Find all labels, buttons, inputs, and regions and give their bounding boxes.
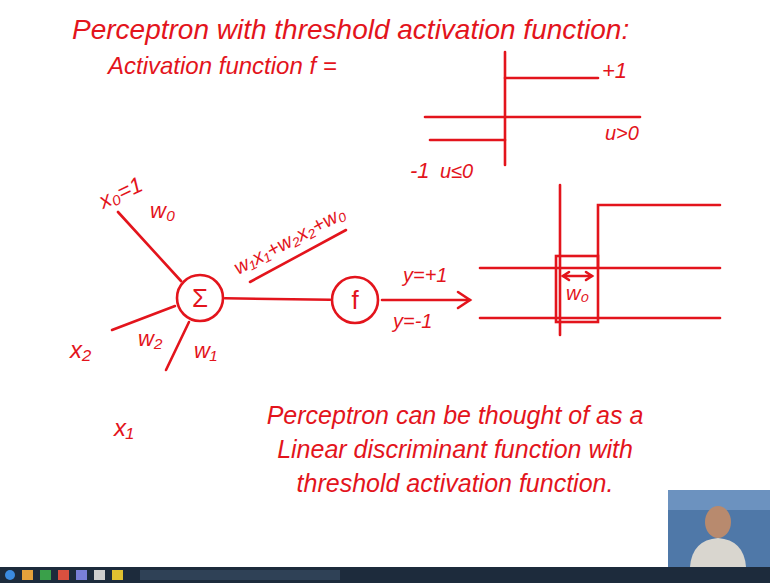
offset-box — [556, 256, 598, 322]
caption: Perceptron can be thought of as a Linear… — [245, 398, 665, 500]
operator-circle: f — [330, 275, 380, 325]
weight-label: w₁ — [194, 338, 217, 363]
condition-label: u>0 — [605, 122, 639, 145]
webcam-inset — [668, 490, 770, 567]
arrow-head — [586, 272, 592, 280]
output-label: y=+1 — [403, 264, 447, 287]
axis-line — [504, 52, 507, 165]
level-label: +1 — [602, 58, 627, 83]
signal-line — [225, 298, 330, 299]
axis-line — [480, 317, 720, 320]
step-level — [505, 77, 598, 80]
operator-circle: Σ — [175, 273, 225, 323]
level-label: -1 — [410, 158, 430, 183]
operator-symbol: Σ — [192, 283, 208, 314]
axis-line — [480, 267, 720, 270]
input-label: x₁ — [114, 414, 134, 442]
taskbar — [0, 567, 770, 583]
output-label: y=-1 — [393, 310, 432, 333]
arrow-head — [563, 272, 569, 280]
title: Perceptron with threshold activation fun… — [72, 14, 629, 46]
input-label: x₂ — [70, 336, 91, 364]
step-level — [430, 139, 505, 142]
step-curve — [598, 205, 720, 268]
input-label: x₀=1 — [95, 172, 147, 214]
axis-caption: Activation function f = — [108, 52, 337, 80]
offset-label: w₀ — [566, 282, 589, 305]
operator-symbol: f — [351, 285, 358, 316]
weight-label: w₂ — [138, 326, 162, 351]
condition-label: u≤0 — [440, 160, 473, 183]
axis-line — [425, 116, 640, 119]
output-line — [382, 299, 470, 302]
dimension-line — [563, 275, 592, 278]
input-line — [166, 322, 189, 370]
arrow-head — [458, 292, 470, 308]
weight-label: w₀ — [150, 198, 175, 223]
sum-expression: w₁x₁+w₂x₂+w₀ — [230, 201, 349, 279]
axis-line — [559, 185, 562, 335]
